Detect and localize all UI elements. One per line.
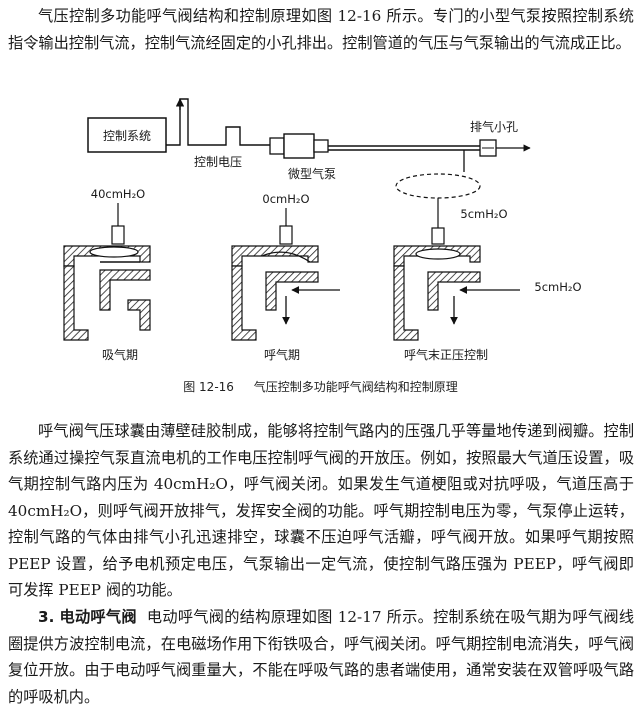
control-balloon-dashed [395, 173, 481, 199]
square-wave-signal [166, 98, 270, 146]
body-paragraph-2: 电动呼气阀的结构原理如图 12-17 所示。控制系统在吸气期为呼气阀线圈提供方波… [8, 608, 635, 706]
figure-caption: 图 12-16 气压控制多功能呼气阀结构和控制原理 [0, 378, 641, 395]
valve-peep [393, 227, 520, 341]
figure-12-16: 控制系统 控制电压 微型气泵 排气小孔 40cmH₂O 0cmH₂O 5cmH₂… [63, 98, 582, 362]
expiration-label: 呼气期 [264, 347, 300, 362]
pressure-40-label: 40cmH₂O [91, 187, 145, 201]
body-paragraph-1: 呼气阀气压球囊由薄壁硅胶制成，能够将控制气路内的压强几乎等量地传递到阀瓣。控制系… [8, 422, 634, 599]
valve-expiration [231, 208, 340, 341]
inspiration-label: 吸气期 [102, 347, 138, 362]
section-paragraph: 3. 电动呼气阀电动呼气阀的结构原理如图 12-17 所示。控制系统在吸气期为呼… [8, 604, 634, 710]
caption-number: 图 12-16 [183, 380, 234, 394]
micro-pump-label: 微型气泵 [288, 166, 336, 181]
peep-label: 呼气末正压控制 [404, 347, 488, 362]
pressure-5-top-label: 5cmH₂O [460, 207, 507, 221]
section-number: 3. [38, 608, 55, 626]
valve-inspiration [63, 203, 151, 341]
control-system-box [87, 117, 167, 153]
pressure-5-side-label: 5cmH₂O [534, 280, 581, 294]
section-title: 电动呼气阀 [59, 608, 137, 626]
micro-pump-body [283, 133, 315, 159]
caption-text: 气压控制多功能呼气阀结构和控制原理 [253, 380, 458, 394]
vent-hole-label: 排气小孔 [470, 119, 518, 134]
control-system-label: 控制系统 [103, 129, 151, 143]
control-voltage-label: 控制电压 [194, 155, 242, 169]
pressure-0-label: 0cmH₂O [262, 192, 309, 206]
intro-paragraph: 气压控制多功能呼气阀结构和控制原理如图 12-16 所示。专门的小型气泵按照控制… [8, 7, 634, 52]
